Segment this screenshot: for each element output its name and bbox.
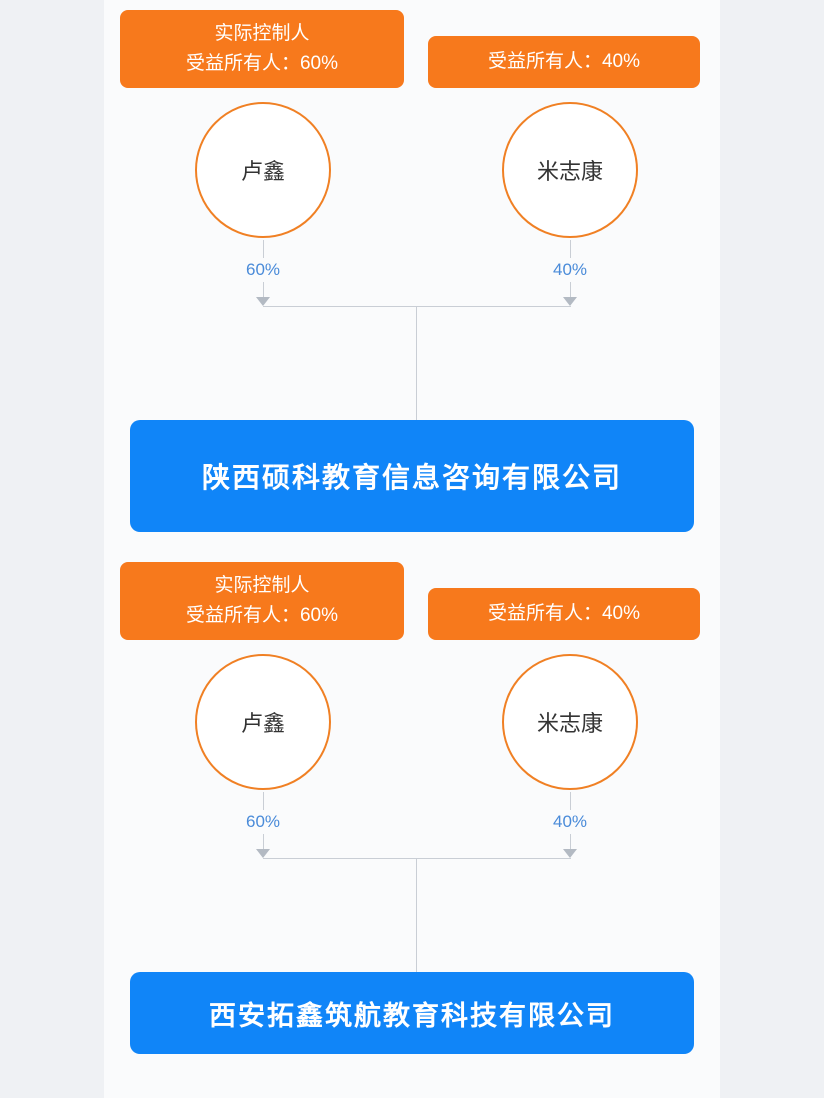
connector-line: [416, 306, 417, 420]
arrow-down-icon: [256, 849, 270, 858]
share-percentage-label: 40%: [502, 810, 638, 834]
badge-line: 实际控制人: [214, 575, 310, 596]
ownership-diagram-1: 实际控制人 受益所有人：60% 受益所有人：40% 卢鑫 米志康 60% 40%…: [120, 10, 700, 532]
beneficial-owner-badge: 受益所有人：40%: [428, 588, 700, 640]
badge-line: 受益所有人：60%: [185, 53, 339, 74]
shareholder-name: 米志康: [536, 159, 603, 184]
company-node[interactable]: 陕西硕科教育信息咨询有限公司: [130, 420, 694, 532]
ownership-diagram-2: 实际控制人 受益所有人：60% 受益所有人：40% 卢鑫 米志康 60% 40%…: [0, 552, 824, 1098]
arrow-down-icon: [256, 297, 270, 306]
actual-controller-badge: 实际控制人 受益所有人：60%: [120, 10, 404, 88]
share-percentage-label: 60%: [195, 810, 331, 834]
company-name: 西安拓鑫筑航教育科技有限公司: [209, 1000, 615, 1031]
connector-line: [263, 858, 571, 859]
badge-line: 实际控制人: [214, 23, 310, 44]
badge-line: 受益所有人：40%: [487, 603, 641, 624]
share-percentage-label: 60%: [195, 258, 331, 282]
connector-line: [263, 306, 571, 307]
shareholder-name: 卢鑫: [240, 159, 285, 184]
badge-line: 受益所有人：60%: [185, 605, 339, 626]
badge-line: 受益所有人：40%: [487, 51, 641, 72]
beneficial-owner-badge: 受益所有人：40%: [428, 36, 700, 88]
company-node[interactable]: 西安拓鑫筑航教育科技有限公司: [130, 972, 694, 1054]
arrow-down-icon: [563, 297, 577, 306]
arrow-down-icon: [563, 849, 577, 858]
shareholder-node[interactable]: 米志康: [502, 102, 638, 238]
shareholder-node[interactable]: 卢鑫: [195, 102, 331, 238]
shareholder-name: 米志康: [536, 711, 603, 736]
shareholder-node[interactable]: 米志康: [502, 654, 638, 790]
connector-line: [416, 858, 417, 972]
share-percentage-label: 40%: [502, 258, 638, 282]
shareholder-name: 卢鑫: [240, 711, 285, 736]
actual-controller-badge: 实际控制人 受益所有人：60%: [120, 562, 404, 640]
company-name: 陕西硕科教育信息咨询有限公司: [201, 462, 622, 493]
shareholder-node[interactable]: 卢鑫: [195, 654, 331, 790]
